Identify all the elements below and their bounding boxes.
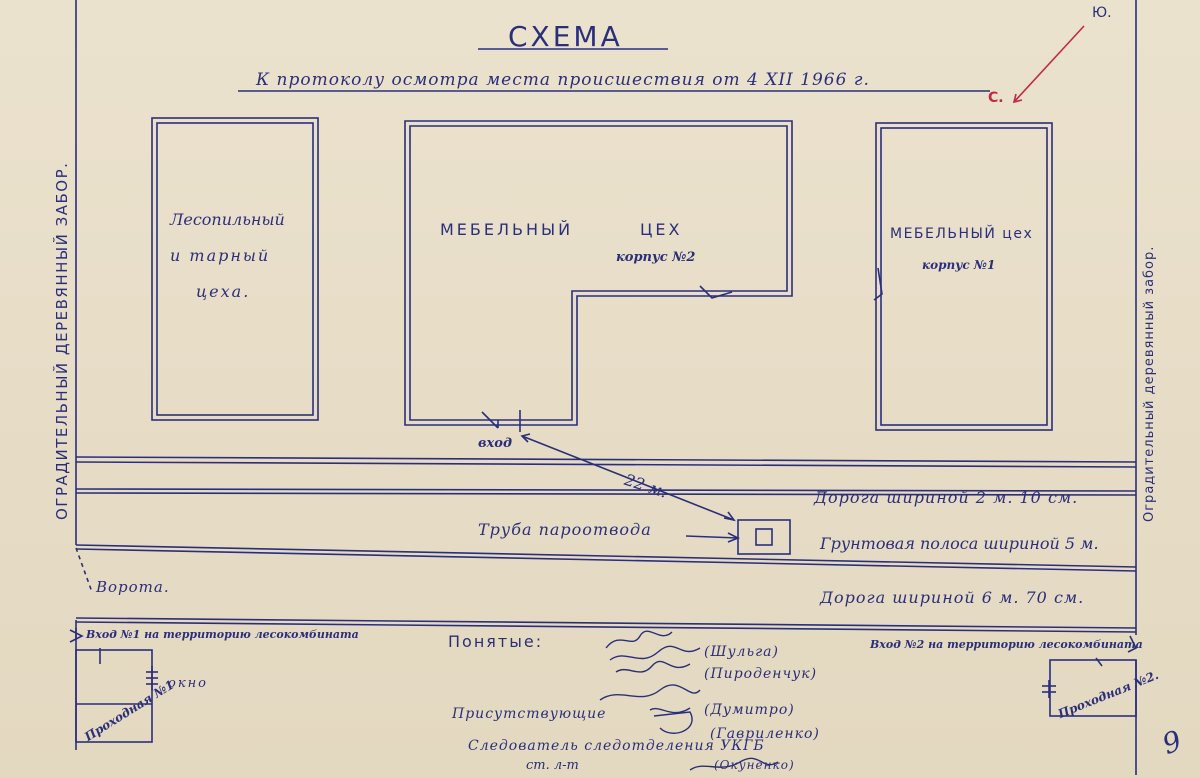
road-1-label: Дорога шириной 2 м. 10 см. [814,488,1079,507]
compass-north-label: С. [988,90,1004,106]
mid-building-label-1b: ЦЕХ [640,220,683,239]
witness-1: (Шульга) [704,644,779,660]
witnesses-label: Понятые: [448,632,544,651]
ground-strip-label: Грунтовая полоса шириной 5 м. [820,534,1099,553]
right-building-label-1: МЕБЕЛЬНЫЙ цех [890,226,1034,242]
right-building-label-2: корпус №1 [922,258,996,272]
left-fence-label: ОГРАДИТЕЛЬНЫЙ ДЕРЕВЯННЫЙ ЗАБОР. [53,161,71,520]
pipe-label: Труба пароотвода [478,520,652,539]
diagram-title: СХЕМА [508,20,623,53]
present-2: (Гавриленко) [710,726,820,742]
entrance-label: вход [478,436,512,451]
window-label: окно [168,676,208,691]
entry-1-label: Вход №1 на территорию лесокомбината [86,628,359,641]
investigator-rank: ст. л-т [526,758,579,773]
witness-2: (Пироденчук) [704,666,818,682]
left-building-label-3: цеха. [196,282,251,301]
investigator-label: Следователь следотделения УКГБ [468,738,765,754]
present-label: Присутствующие [452,706,607,722]
diagram-subtitle: К протоколу осмотра места происшествия о… [256,70,870,90]
gate-label: Ворота. [96,578,170,596]
present-1: (Думитро) [704,702,795,718]
left-building-label-1: Лесопильный [170,210,285,229]
investigator-name: (Окуненко) [714,758,795,772]
compass-south-label: Ю. [1092,5,1112,21]
road-2-label: Дорога шириной 6 м. 70 см. [820,588,1085,607]
left-building-label-2: и тарный [170,246,271,265]
entry-2-label: Вход №2 на территорию лесокомбината [870,638,1143,651]
right-fence-label: Оградительный деревянный забор. [1142,245,1157,522]
mid-building-label-1: МЕБЕЛЬНЫЙ [440,220,574,239]
mid-building-label-2: корпус №2 [616,250,696,265]
